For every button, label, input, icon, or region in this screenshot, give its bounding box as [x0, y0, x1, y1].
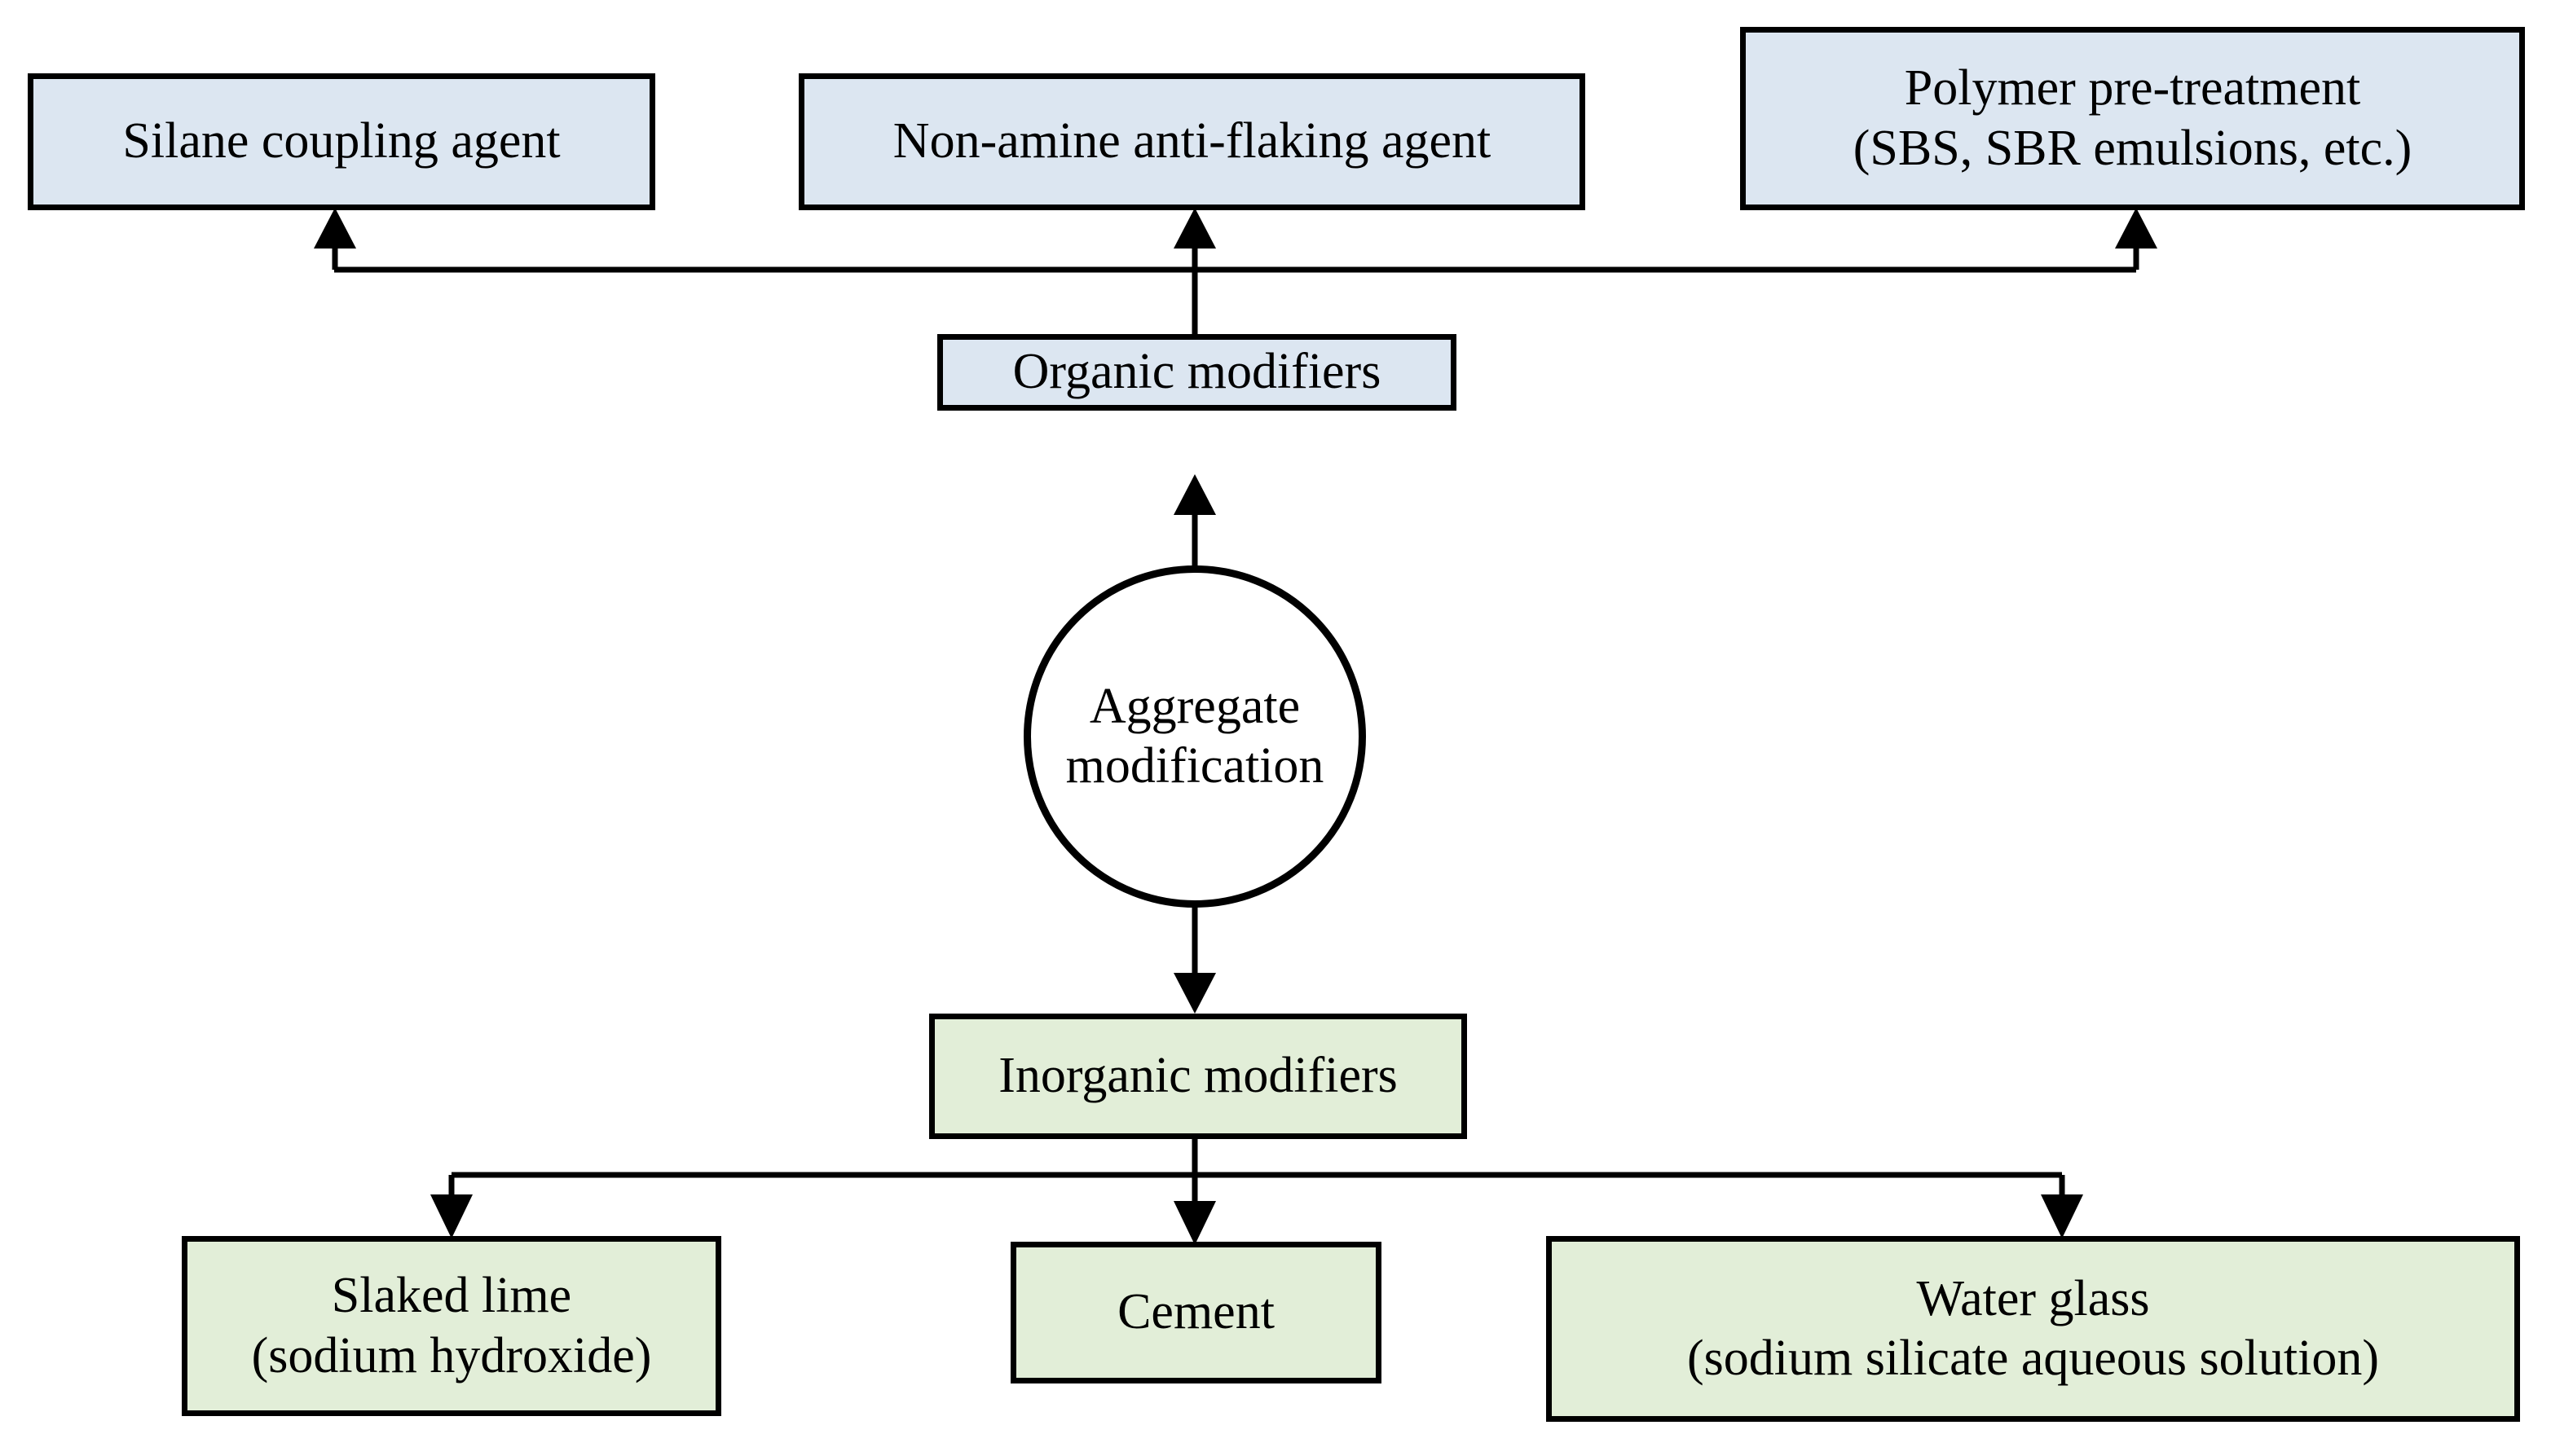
node-water-glass-label: Water glass (sodium silicate aqueous sol… — [1687, 1270, 2379, 1386]
node-water-glass[interactable]: Water glass (sodium silicate aqueous sol… — [1546, 1236, 2520, 1422]
node-aggregate-modification-label: Aggregate modification — [1065, 678, 1324, 794]
node-polymer-pre-treatment-label: Polymer pre-treatment (SBS, SBR emulsion… — [1853, 60, 2412, 176]
node-organic-modifiers[interactable]: Organic modifiers — [937, 334, 1456, 411]
node-slaked-lime-label: Slaked lime (sodium hydroxide) — [251, 1268, 652, 1383]
node-inorganic-modifiers-label: Inorganic modifiers — [998, 1048, 1398, 1104]
edge-inorganic-to-cement — [1174, 1175, 1216, 1245]
edge-inorganic-to-water-glass — [2041, 1175, 2083, 1238]
node-slaked-lime[interactable]: Slaked lime (sodium hydroxide) — [182, 1236, 721, 1416]
node-inorganic-modifiers[interactable]: Inorganic modifiers — [929, 1014, 1467, 1139]
node-silane-coupling-agent[interactable]: Silane coupling agent — [28, 73, 655, 210]
node-organic-modifiers-label: Organic modifiers — [1012, 344, 1381, 400]
edge-inorganic-to-slaked-lime — [430, 1175, 473, 1238]
node-silane-coupling-agent-label: Silane coupling agent — [122, 113, 561, 169]
node-cement-label: Cement — [1117, 1284, 1275, 1340]
node-cement[interactable]: Cement — [1011, 1242, 1381, 1383]
edge-organic-to-silane — [314, 208, 356, 270]
edge-center-to-inorganic — [1174, 906, 1216, 1014]
node-aggregate-modification[interactable]: Aggregate modification — [1024, 565, 1366, 908]
node-non-amine-anti-flaking-agent[interactable]: Non-amine anti-flaking agent — [799, 73, 1585, 210]
edge-center-to-organic — [1174, 474, 1216, 570]
node-non-amine-anti-flaking-agent-label: Non-amine anti-flaking agent — [892, 113, 1491, 169]
edge-organic-to-polymer — [2115, 208, 2157, 270]
node-polymer-pre-treatment[interactable]: Polymer pre-treatment (SBS, SBR emulsion… — [1740, 27, 2525, 210]
edge-organic-to-non-amine — [1174, 208, 1216, 270]
